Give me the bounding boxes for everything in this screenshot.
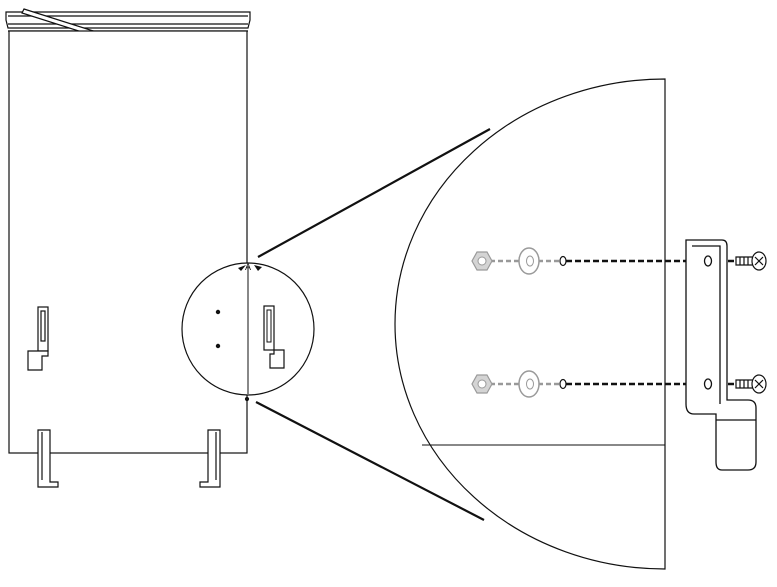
detail-arrow (238, 265, 246, 271)
detail-circle-small: A (181, 262, 315, 396)
flat-washer-icon (518, 247, 540, 275)
detail-marker-label: A (245, 262, 251, 272)
detail-arrow (254, 265, 262, 271)
flat-washer-icon (518, 370, 540, 398)
screw-icon (735, 374, 767, 394)
cabinet-body (8, 30, 248, 454)
mounting-hole-icon (559, 255, 567, 267)
enlarged-detail (394, 78, 735, 570)
bracket-hole (703, 255, 713, 267)
enlarged-circle (394, 78, 666, 570)
hex-nut-icon (471, 374, 493, 394)
leader-line-bottom (255, 401, 485, 521)
cabinet (5, 8, 251, 488)
bracket-icon (685, 239, 757, 471)
cabinet-leg-right (199, 429, 221, 488)
mounting-hole (215, 343, 221, 349)
bracket-hole (703, 378, 713, 390)
mounting-hole (215, 309, 221, 315)
cabinet-leg-left (37, 429, 59, 488)
mounting-hole-icon (559, 378, 567, 390)
hex-nut-icon (471, 251, 493, 271)
cabinet-bracket-foot (27, 350, 49, 371)
screw-icon (735, 251, 767, 271)
leader-lines (255, 128, 491, 521)
leader-line-top (257, 128, 491, 258)
